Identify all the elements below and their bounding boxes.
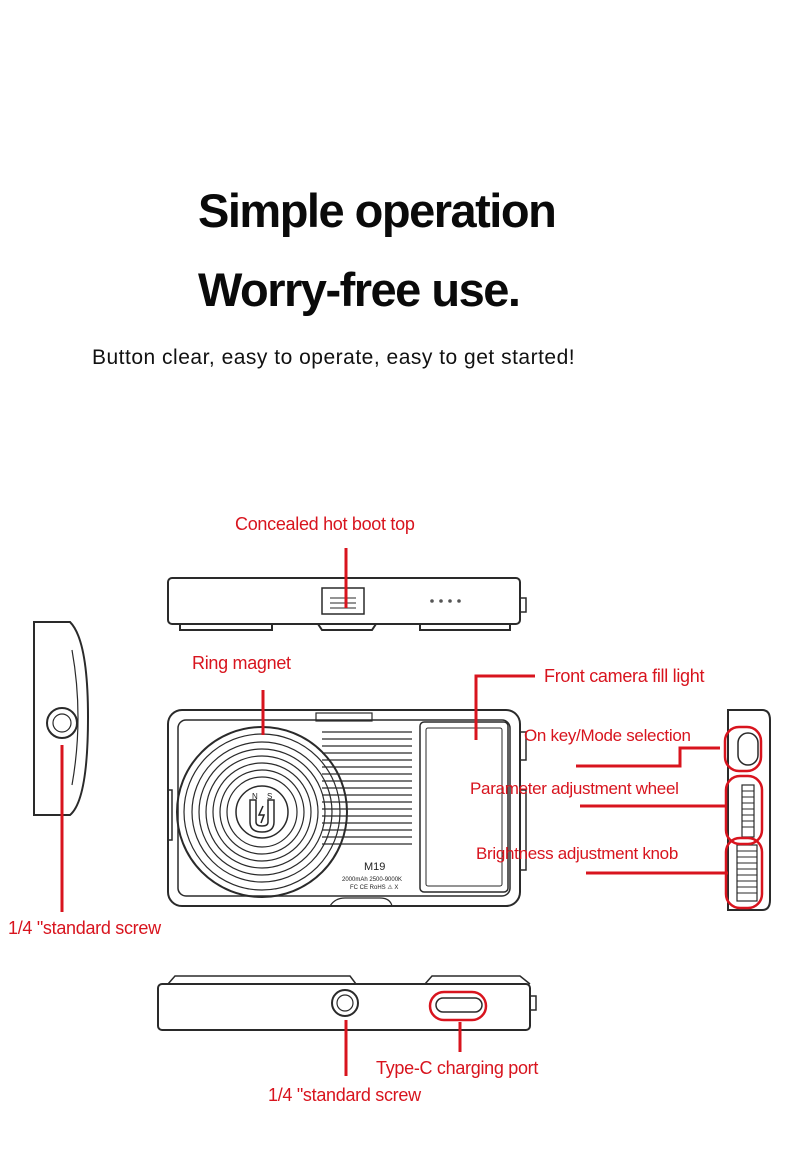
- label-param-wheel: Parameter adjustment wheel: [470, 779, 679, 798]
- magnet-s-label: S: [267, 792, 272, 801]
- label-ring-magnet: Ring magnet: [192, 653, 291, 673]
- indicator-dots: [430, 599, 461, 603]
- label-brightness-knob: Brightness adjustment knob: [476, 844, 678, 863]
- spec-label-1: 2000mAh 2500-9000K: [342, 877, 402, 883]
- magnet-u-icon: [249, 799, 275, 833]
- subtitle: Button clear, easy to operate, easy to g…: [92, 346, 576, 369]
- wheel-ridges: [737, 790, 757, 894]
- label-screw-bottom: 1/4 "standard screw: [268, 1085, 421, 1105]
- headline-line-1: Simple operation: [198, 184, 557, 237]
- headline-line-2: Worry-free use.: [198, 263, 521, 316]
- callout-lines: [60, 548, 764, 1076]
- top-view-device: [167, 577, 527, 631]
- label-screw-left: 1/4 "standard screw: [8, 918, 161, 938]
- magnet-n-label: N: [252, 792, 258, 801]
- ring-magnet: [176, 726, 348, 898]
- bottom-view-device: [157, 975, 537, 1031]
- label-hot-boot: Concealed hot boot top: [235, 514, 415, 534]
- label-fill-light: Front camera fill light: [544, 666, 705, 686]
- spec-label-2: FC CE RoHS ⚠ X: [350, 884, 398, 891]
- label-typec: Type-C charging port: [376, 1058, 539, 1078]
- left-side-view-device: [33, 621, 90, 816]
- label-on-key: On key/Mode selection: [524, 726, 691, 745]
- vent-grille: [322, 731, 412, 845]
- right-side-view-device: [727, 709, 771, 911]
- bolt-icon: [257, 805, 266, 824]
- model-label: M19: [364, 861, 385, 873]
